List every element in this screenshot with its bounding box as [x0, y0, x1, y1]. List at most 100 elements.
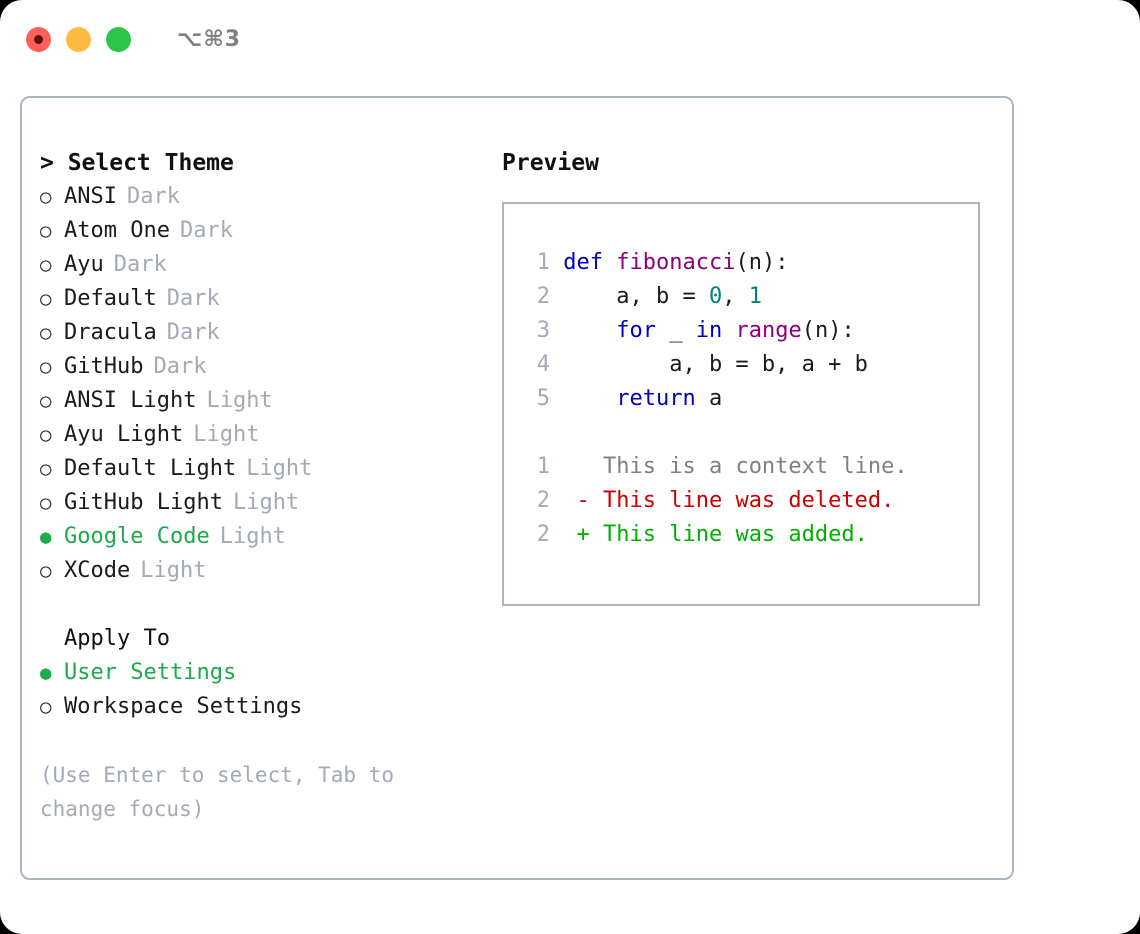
- theme-option-label: GitHub Light: [64, 490, 223, 515]
- line-number: 4: [536, 352, 550, 377]
- theme-option-variant-tag: Light: [219, 524, 286, 549]
- code-line-text: [550, 318, 563, 343]
- code-line-text: [550, 250, 563, 275]
- code-line: 2 a, b = 0, 1: [516, 280, 978, 314]
- code-token-pl: a: [695, 386, 723, 411]
- code-token-pl: a, b = b, a + b: [563, 352, 868, 377]
- code-token-pl: (n):: [801, 318, 855, 343]
- apply-to-option-label: Workspace Settings: [64, 694, 303, 719]
- radio-unselected-icon: ○: [40, 390, 52, 412]
- code-line: 5 return a: [516, 382, 978, 416]
- theme-option-variant-tag: Light: [193, 422, 260, 447]
- radio-unselected-icon: ○: [40, 220, 52, 242]
- radio-unselected-icon: ○: [40, 458, 52, 480]
- theme-option-google-code[interactable]: ● Google Code Light: [40, 520, 490, 554]
- code-token-pl: [563, 386, 616, 411]
- code-line-text: [550, 386, 563, 411]
- code-line: 3 for _ in range(n):: [516, 314, 978, 348]
- traffic-lights: [26, 26, 131, 52]
- theme-option-ansi-light[interactable]: ○ ANSI Light Light: [40, 384, 490, 418]
- code-token-kw: for: [616, 318, 656, 343]
- theme-option-label: Default Light: [64, 456, 237, 481]
- diff-line-text: This line was added.: [589, 522, 868, 547]
- code-token-pl: _: [655, 318, 696, 343]
- maximize-button-icon[interactable]: [106, 26, 131, 52]
- apply-to-option-user-settings[interactable]: ●User Settings: [40, 656, 490, 690]
- theme-option-label: Google Code: [64, 524, 210, 549]
- theme-option-label: ANSI Light: [64, 388, 197, 413]
- radio-unselected-icon: ○: [40, 186, 52, 208]
- code-token-fn: range: [735, 318, 802, 343]
- theme-option-label: Atom One: [64, 218, 170, 243]
- diff-line-text: This line was deleted.: [589, 488, 895, 513]
- code-token-pl: (n):: [735, 250, 789, 275]
- line-number: 5: [536, 386, 550, 411]
- theme-option-variant-tag: Light: [246, 456, 313, 481]
- preview-column: Preview 1 def fibonacci(n):2 a, b = 0, 1…: [502, 146, 1002, 606]
- apply-to-option-workspace-settings[interactable]: ○ Workspace Settings: [40, 690, 490, 724]
- radio-unselected-icon: ○: [40, 492, 52, 514]
- code-token-pl: a, b =: [563, 284, 709, 309]
- theme-option-atom-one[interactable]: ○ Atom One Dark: [40, 214, 490, 248]
- preview-title: Preview: [502, 150, 599, 176]
- line-number: 2: [536, 284, 550, 309]
- section-divider: [40, 588, 490, 622]
- diff-line-number: 1: [536, 454, 550, 479]
- theme-option-label: GitHub: [64, 354, 144, 379]
- theme-option-default-light[interactable]: ○ Default Light Light: [40, 452, 490, 486]
- theme-option-label: Dracula: [64, 320, 157, 345]
- theme-option-variant-tag: Dark: [166, 286, 220, 311]
- keyboard-hint-text: (Use Enter to select, Tab to change focu…: [40, 763, 407, 821]
- theme-option-variant-tag: Light: [232, 490, 300, 515]
- line-number: 1: [536, 250, 550, 275]
- line-number: 3: [536, 318, 550, 343]
- code-token-pl: [722, 318, 735, 343]
- theme-option-label: XCode: [64, 558, 131, 583]
- code-line-text: [550, 284, 563, 309]
- diff-marker: +: [550, 522, 590, 547]
- diff-line: 2 + This line was added.: [516, 518, 978, 552]
- code-line: 1 def fibonacci(n):: [516, 246, 978, 280]
- theme-option-label: Ayu: [64, 252, 104, 277]
- minimize-button-icon[interactable]: [66, 26, 91, 52]
- radio-unselected-icon: ○: [40, 560, 52, 582]
- code-token-kw: in: [695, 318, 723, 343]
- code-diff-divider: [516, 416, 978, 450]
- keyboard-shortcut-label: ⌥⌘3: [177, 26, 242, 52]
- theme-option-variant-tag: Light: [206, 388, 273, 413]
- theme-option-github[interactable]: ○ GitHub Dark: [40, 350, 490, 384]
- close-button-icon[interactable]: [26, 26, 51, 52]
- diff-line-number: 2: [536, 522, 550, 547]
- theme-option-github-light[interactable]: ○ GitHub Light Light: [40, 486, 490, 520]
- code-token-fn: fibonacci: [616, 250, 736, 275]
- code-token-kw: def: [563, 250, 617, 275]
- diff-line: 2 - This line was deleted.: [516, 484, 978, 518]
- theme-option-variant-tag: Dark: [153, 354, 207, 379]
- diff-marker: -: [550, 488, 590, 513]
- radio-selected-icon: ●: [40, 526, 52, 548]
- apply-to-option-list: ●User Settings ○ Workspace Settings: [40, 656, 490, 724]
- code-line-text: [550, 352, 563, 377]
- theme-option-variant-tag: Dark: [179, 218, 233, 243]
- radio-unselected-icon: ○: [40, 322, 52, 344]
- radio-unselected-icon: ○: [40, 356, 52, 378]
- code-line: 4 a, b = b, a + b: [516, 348, 978, 382]
- apply-to-option-label: User Settings: [64, 660, 237, 685]
- theme-option-label: Ayu Light: [64, 422, 184, 447]
- theme-option-ansi[interactable]: ○ ANSI Dark: [40, 180, 490, 214]
- page-title: > Select Theme: [40, 150, 234, 176]
- theme-option-label: ANSI: [64, 184, 117, 209]
- radio-unselected-icon: ○: [40, 254, 52, 276]
- diff-line-text: This is a context line.: [589, 454, 908, 479]
- radio-unselected-icon: ○: [40, 696, 52, 718]
- theme-option-variant-tag: Dark: [126, 184, 180, 209]
